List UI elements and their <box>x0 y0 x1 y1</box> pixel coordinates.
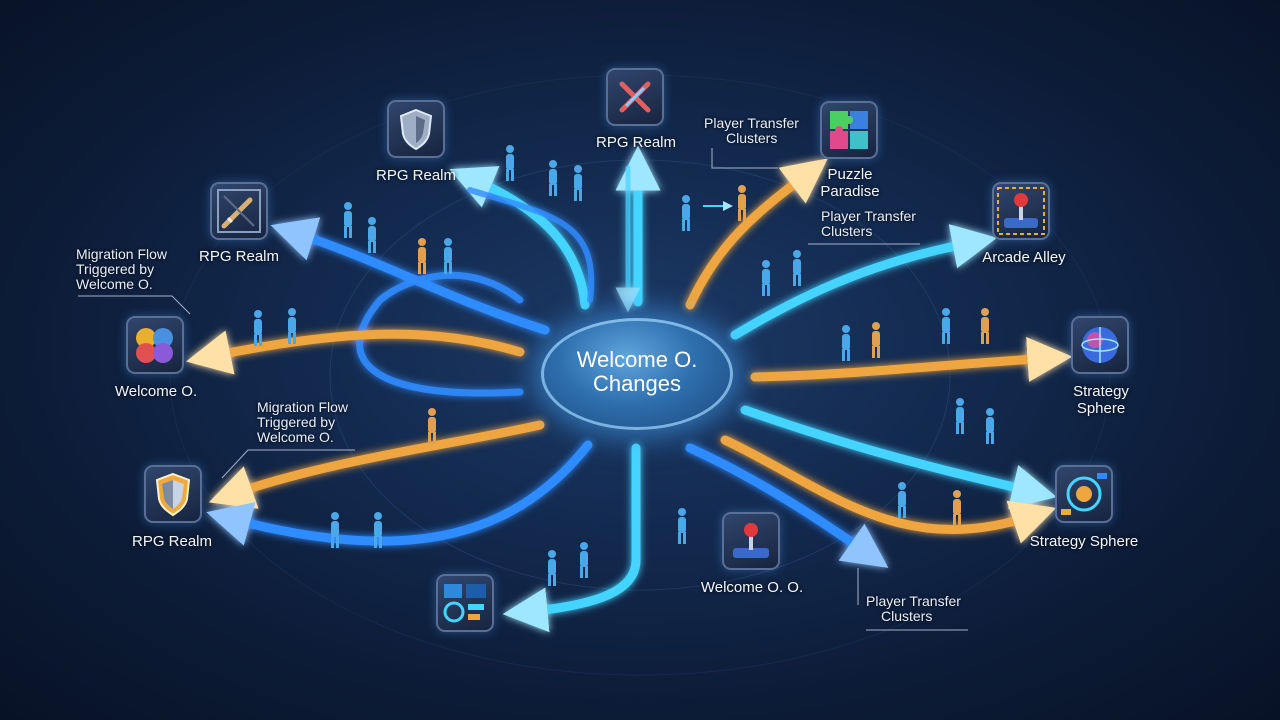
annotation-migration-mid: Migration Flow Triggered by Welcome O. <box>257 400 348 445</box>
player-figure <box>574 165 582 201</box>
joystick-icon <box>992 182 1050 240</box>
node-label-rpg-realm-bottom-left: RPG Realm <box>131 533 213 550</box>
sword-icon <box>210 182 268 240</box>
player-figure <box>418 238 426 274</box>
annotation-line: Triggered by <box>76 261 155 277</box>
annotation-line: Player Transfer <box>821 208 916 224</box>
hub-label: Welcome O. Changes <box>541 348 733 396</box>
player-figures <box>254 145 994 586</box>
node-label-rpg-realm-left: RPG Realm <box>198 248 280 265</box>
annotation-pointer-cluster-bottom <box>857 568 968 631</box>
crossed-swords-icon <box>606 68 664 126</box>
annotation-line: Triggered by <box>257 414 336 430</box>
flow-arrow-hub-to-strategy-sphere <box>750 336 1073 382</box>
annotation-line: Clusters <box>821 223 873 239</box>
puzzle-icon <box>820 101 878 159</box>
player-figure <box>898 482 906 518</box>
flow-arrow-rpg-upper-left-to-hub <box>467 187 595 303</box>
annotation-pointer-migration-mid <box>221 449 355 479</box>
flow-arrow-hub-to-arcade-alley <box>730 224 998 340</box>
player-figure <box>981 308 989 344</box>
annotation-line: Welcome O. <box>76 276 153 292</box>
player-figure <box>678 508 686 544</box>
flow-arrow-hub-to-strategy-sphere-bottom-cyan <box>740 405 1057 509</box>
player-figure <box>548 550 556 586</box>
hub-label-line1: Welcome O. <box>576 347 698 372</box>
shield-icon <box>387 100 445 158</box>
flow-arrow-hub-to-rpg-bottom-left <box>206 440 593 546</box>
node-label-line: Puzzle <box>827 166 873 183</box>
flow-arrow-hub-to-rpg-bottom-left-orange <box>208 420 545 509</box>
annotation-line: Migration Flow <box>257 399 349 415</box>
annotation-player-transfer-right: Player Transfer Clusters <box>821 209 916 239</box>
flow-arrow-hub-to-strategy-sphere-bottom-orange <box>720 435 1057 544</box>
flow-arrow-hub-to-rpg-upper-left <box>449 166 590 310</box>
annotation-line: Player Transfer <box>704 115 799 131</box>
player-figure <box>428 408 436 444</box>
annotation-player-transfer-bottom: Player Transfer Clusters <box>866 594 961 624</box>
dashboard-icon <box>436 574 494 632</box>
player-figure <box>444 238 452 274</box>
node-label-line: Sphere <box>1076 400 1126 417</box>
flow-arrow-hub-to-puzzle-paradise <box>685 158 828 310</box>
player-figure <box>872 322 880 358</box>
node-label-arcade-alley: Arcade Alley <box>982 249 1066 266</box>
flow-arrow-hub-to-dashboard <box>502 443 641 633</box>
node-label-line: Paradise <box>820 183 880 200</box>
annotation-migration-left: Migration Flow Triggered by Welcome O. <box>76 247 167 292</box>
player-figure <box>682 195 690 231</box>
player-figure <box>793 250 801 286</box>
node-label-rpg-realm-upper-left: RPG Realm <box>375 167 457 184</box>
node-label-welcome-o-left: Welcome O. <box>114 383 198 400</box>
node-label-strategy-sphere-bottom: Strategy Sphere <box>1029 533 1139 550</box>
player-figure <box>738 185 746 221</box>
node-label-puzzle-paradise: Puzzle Paradise <box>820 166 879 200</box>
player-figure <box>374 512 382 548</box>
node-label-rpg-realm-top: RPG Realm <box>595 134 677 151</box>
annotation-line: Clusters <box>726 130 778 146</box>
player-figure <box>368 217 376 253</box>
player-figure <box>580 542 588 578</box>
node-label-line: Strategy <box>1073 383 1129 400</box>
player-figure <box>842 325 850 361</box>
player-figure <box>953 490 961 526</box>
player-figure <box>344 202 352 238</box>
player-figure <box>254 310 262 346</box>
player-figure <box>986 408 994 444</box>
flow-arrow-loop-left <box>356 271 524 397</box>
player-figure <box>288 308 296 344</box>
player-figure <box>942 308 950 344</box>
player-figure <box>549 160 557 196</box>
annotation-line: Welcome O. <box>257 429 334 445</box>
joystick-icon <box>722 512 780 570</box>
flow-arrow-hub-to-welcome-o-o <box>685 443 889 568</box>
player-figure <box>956 398 964 434</box>
annotation-line: Clusters <box>881 608 933 624</box>
annotation-pointer-migration-left <box>78 295 191 315</box>
hub-label-line2: Changes <box>592 371 682 396</box>
annotation-pointer-cluster-top <box>711 148 778 169</box>
target-icon <box>1055 465 1113 523</box>
node-label-strategy-sphere: Strategy Sphere <box>1073 383 1129 417</box>
globe-icon <box>1071 316 1129 374</box>
node-label-welcome-o-o: Welcome O. O. <box>700 579 804 596</box>
annotation-player-transfer-top: Player Transfer Clusters <box>704 116 799 146</box>
shield-icon <box>144 465 202 523</box>
central-hub: Welcome O. Changes <box>541 318 733 430</box>
puzzle-brain-icon <box>126 316 184 374</box>
annotation-line: Player Transfer <box>866 593 961 609</box>
player-figure <box>506 145 514 181</box>
player-figure <box>331 512 339 548</box>
flow-arrow-hub-to-welcome-left <box>185 329 525 375</box>
player-figure <box>762 260 770 296</box>
annotation-line: Migration Flow <box>76 246 168 262</box>
